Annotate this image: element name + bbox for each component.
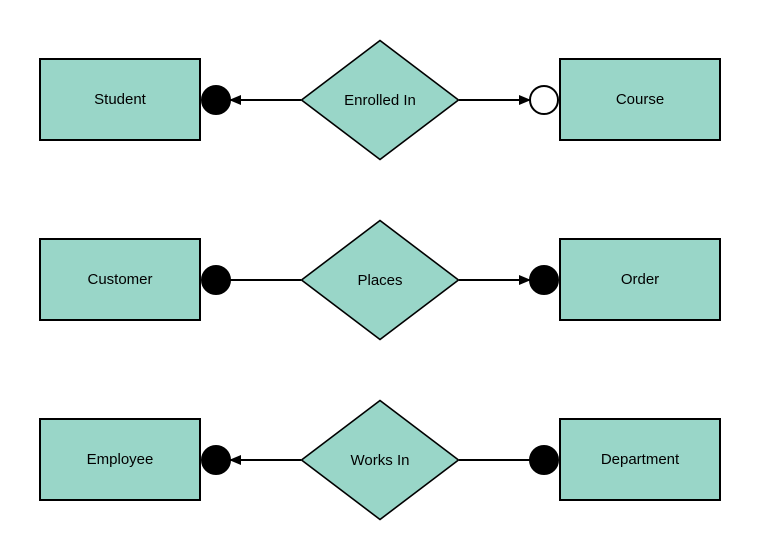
entity-label: Order (620, 271, 660, 288)
relationship-row-customer-order: Customer Places Order (0, 219, 761, 341)
entity-label: Student (94, 91, 146, 108)
entity-label: Customer (87, 271, 153, 288)
diamond-polygon (300, 399, 460, 521)
arrowhead-left-icon (229, 454, 241, 465)
entity-label: Employee (86, 451, 154, 468)
diamond-shape (300, 39, 460, 161)
relationship-row-employee-department: Employee Works In Department (0, 399, 761, 521)
diamond-polygon (300, 219, 460, 341)
left-connector-line (230, 274, 301, 286)
entity-label: Course (615, 91, 665, 108)
relationship-label: Places (357, 271, 403, 289)
left-connector-line (229, 94, 301, 106)
diamond-polygon (300, 39, 460, 161)
entity-department: Department (559, 418, 721, 501)
connector-line (459, 459, 530, 461)
relationship-works-in: Works In (300, 399, 460, 521)
entity-employee: Employee (39, 418, 201, 501)
connector-line (230, 279, 301, 281)
left-cardinality-dot (201, 265, 231, 295)
left-connector-line (229, 454, 301, 466)
right-cardinality-dot (529, 445, 559, 475)
arrowhead-right-icon (519, 94, 531, 105)
entity-label: Department (600, 451, 680, 468)
entity-customer: Customer (39, 238, 201, 321)
connector-line (459, 279, 530, 281)
arrowhead-left-icon (229, 94, 241, 105)
relationship-places: Places (300, 219, 460, 341)
diamond-shape (300, 219, 460, 341)
connector-line (230, 459, 301, 461)
right-connector-line (459, 454, 530, 466)
entity-student: Student (39, 58, 201, 141)
right-connector-line (459, 94, 531, 106)
right-cardinality-dot (529, 85, 559, 115)
connector-line (230, 99, 301, 101)
entity-course: Course (559, 58, 721, 141)
relationship-enrolled-in: Enrolled In (300, 39, 460, 161)
relationship-label: Works In (350, 451, 410, 469)
right-cardinality-dot (529, 265, 559, 295)
relationship-row-student-course: Student Enrolled In Course (0, 39, 761, 161)
entity-order: Order (559, 238, 721, 321)
right-connector-line (459, 274, 531, 286)
left-cardinality-dot (201, 445, 231, 475)
connector-line (459, 99, 530, 101)
relationship-label: Enrolled In (344, 91, 416, 109)
left-cardinality-dot (201, 85, 231, 115)
diamond-shape (300, 399, 460, 521)
arrowhead-right-icon (519, 274, 531, 285)
